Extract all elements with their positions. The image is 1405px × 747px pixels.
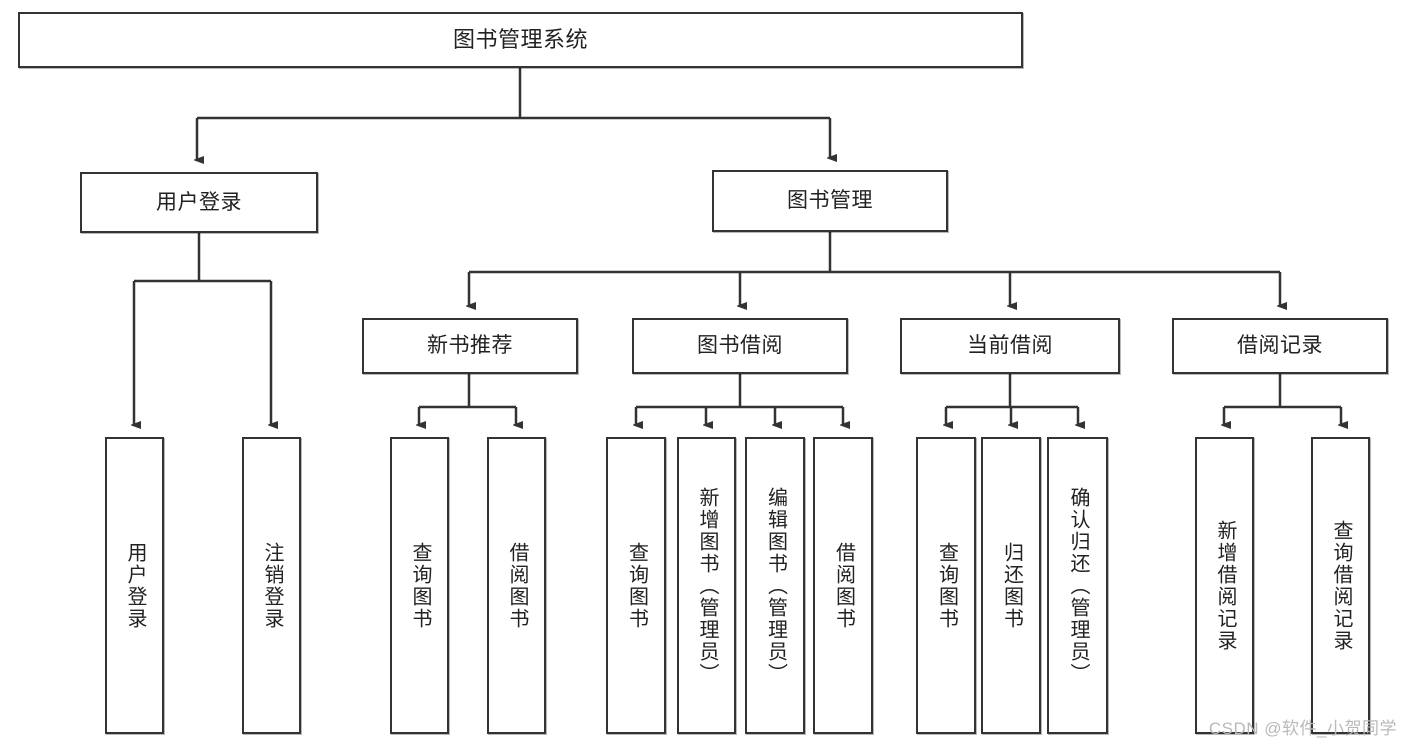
leaf-book-borrow-borrow[interactable]: 借阅图书 xyxy=(813,437,873,734)
node-book-management-label: 图书管理 xyxy=(787,189,873,213)
leaf-book-borrow-query-label: 查询图书 xyxy=(625,541,648,630)
leaf-book-borrow-edit[interactable]: 编辑图书（管理员） xyxy=(745,437,805,734)
leaf-current-borrow-query[interactable]: 查询图书 xyxy=(916,437,976,734)
leaf-current-borrow-query-label: 查询图书 xyxy=(935,541,958,630)
node-root-label: 图书管理系统 xyxy=(452,26,588,52)
watermark-text: CSDN @软件_小贺同学 xyxy=(1208,719,1397,738)
node-borrow-record-label: 借阅记录 xyxy=(1237,334,1323,358)
leaf-new-book-borrow[interactable]: 借阅图书 xyxy=(487,437,546,734)
leaf-user-login-login[interactable]: 用户登录 xyxy=(105,437,164,734)
node-borrow-record[interactable]: 借阅记录 xyxy=(1172,318,1388,374)
leaf-book-borrow-borrow-label: 借阅图书 xyxy=(832,541,855,630)
leaf-borrow-record-query-label: 查询借阅记录 xyxy=(1330,519,1352,652)
leaf-user-login-login-label: 用户登录 xyxy=(124,541,146,630)
leaf-book-borrow-add[interactable]: 新增图书（管理员） xyxy=(677,437,736,734)
leaf-user-login-logout-label: 注销登录 xyxy=(261,541,283,630)
leaf-borrow-record-add-label: 新增借阅记录 xyxy=(1214,519,1236,652)
node-book-management[interactable]: 图书管理 xyxy=(712,170,948,232)
leaf-borrow-record-add[interactable]: 新增借阅记录 xyxy=(1195,437,1254,734)
leaf-new-book-query-label: 查询图书 xyxy=(409,541,431,630)
node-root[interactable]: 图书管理系统 xyxy=(18,12,1023,68)
node-new-book-recommend-label: 新书推荐 xyxy=(427,334,513,358)
leaf-current-borrow-return[interactable]: 归还图书 xyxy=(981,437,1041,734)
leaf-borrow-record-query[interactable]: 查询借阅记录 xyxy=(1311,437,1370,734)
leaf-book-borrow-query[interactable]: 查询图书 xyxy=(606,437,666,734)
leaf-book-borrow-edit-label: 编辑图书（管理员） xyxy=(764,486,787,685)
leaf-new-book-borrow-label: 借阅图书 xyxy=(506,541,528,630)
node-new-book-recommend[interactable]: 新书推荐 xyxy=(362,318,578,374)
leaf-book-borrow-add-label: 新增图书（管理员） xyxy=(696,486,718,685)
node-book-borrow[interactable]: 图书借阅 xyxy=(632,318,848,374)
node-user-login[interactable]: 用户登录 xyxy=(80,172,318,233)
leaf-current-borrow-confirm[interactable]: 确认归还（管理员） xyxy=(1047,437,1108,734)
leaf-current-borrow-confirm-label: 确认归还（管理员） xyxy=(1067,486,1089,685)
leaf-new-book-query[interactable]: 查询图书 xyxy=(390,437,449,734)
node-current-borrow-label: 当前借阅 xyxy=(967,334,1053,358)
node-book-borrow-label: 图书借阅 xyxy=(697,334,783,358)
leaf-current-borrow-return-label: 归还图书 xyxy=(1000,541,1023,630)
node-user-login-label: 用户登录 xyxy=(156,190,242,214)
node-current-borrow[interactable]: 当前借阅 xyxy=(900,318,1120,374)
leaf-user-login-logout[interactable]: 注销登录 xyxy=(242,437,301,734)
